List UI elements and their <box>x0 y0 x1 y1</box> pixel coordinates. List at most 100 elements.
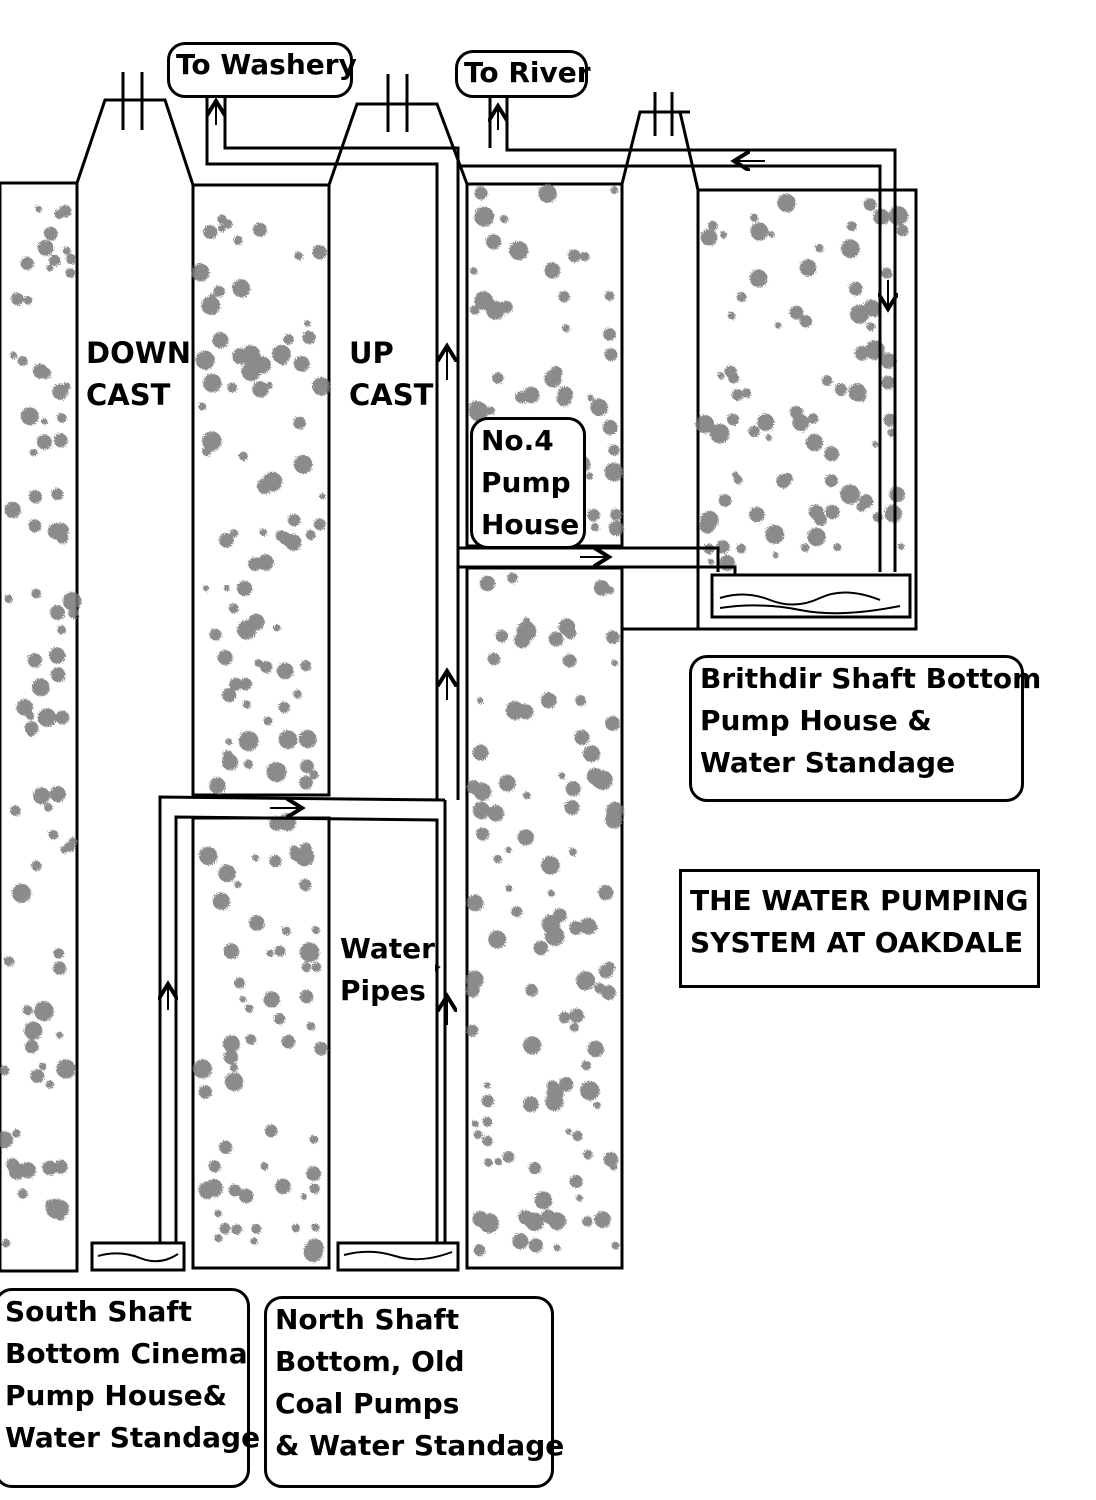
rock-speckle <box>228 1184 241 1197</box>
rock-speckle <box>736 543 746 554</box>
rock-speckle <box>23 295 33 305</box>
rock-speckle <box>583 745 601 763</box>
rock-speckle <box>509 241 529 261</box>
rock-speckle <box>53 1159 68 1174</box>
rock-speckle <box>717 372 725 380</box>
rock-speckle <box>865 340 885 360</box>
rock-speckle <box>866 322 876 332</box>
rock-speckle <box>260 1162 269 1171</box>
rock-speckle <box>881 375 895 390</box>
rock-speckle <box>264 1124 278 1138</box>
rock-speckle <box>20 407 39 426</box>
rock-speckle <box>590 923 598 931</box>
rock-speckle <box>41 418 48 425</box>
rock-speckle <box>263 716 273 726</box>
rock-speckle <box>611 1241 620 1250</box>
rock-speckle <box>202 373 222 393</box>
rock-speckle <box>841 239 860 258</box>
rock-speckle <box>10 805 21 817</box>
rock-speckle <box>514 632 531 649</box>
rock-speckle <box>500 300 513 314</box>
rock-speckle <box>309 1135 319 1144</box>
rock-speckle <box>604 462 624 482</box>
rock-speckle <box>50 667 66 683</box>
rock-speckle <box>28 519 42 533</box>
rock-speckle <box>306 1021 316 1031</box>
rock-speckle <box>205 1179 224 1197</box>
rock-speckle <box>583 1149 593 1160</box>
rock-speckle <box>553 1244 561 1252</box>
rock-speckle <box>311 926 320 935</box>
rock-speckle <box>252 854 259 862</box>
rock-speckle <box>273 624 281 632</box>
rock-speckle <box>251 1223 262 1234</box>
rock-speckle <box>248 557 262 571</box>
rock-speckle <box>486 234 502 250</box>
rock-speckle <box>567 249 581 263</box>
rock-speckle <box>777 193 796 213</box>
rock-speckle <box>768 231 775 238</box>
rock-speckle <box>252 381 269 398</box>
rock-speckle <box>881 267 893 279</box>
rock-speckle <box>257 478 273 495</box>
rock-speckle <box>222 1035 241 1053</box>
rock-speckle <box>484 1082 491 1089</box>
rock-speckle <box>888 206 909 226</box>
rock-speckle <box>300 759 314 774</box>
rock-speckle <box>727 311 736 320</box>
rock-speckle <box>1 1238 11 1248</box>
rock-speckle <box>24 1039 39 1054</box>
rock-speckle <box>482 1116 493 1127</box>
rock-speckle <box>574 729 590 746</box>
rock-speckle <box>305 1238 324 1257</box>
rock-speckle <box>578 980 588 991</box>
rock-speckle <box>800 543 810 552</box>
rock-speckle <box>56 1059 76 1079</box>
rock-speckle <box>222 754 239 771</box>
rock-speckle <box>208 293 216 301</box>
rock-speckle <box>217 650 233 666</box>
rock-speckle <box>611 659 618 667</box>
rock-speckle <box>757 413 775 431</box>
rock-speckle <box>610 508 623 521</box>
rock-speckle <box>31 860 42 871</box>
rock-speckle <box>245 1004 254 1013</box>
rock-speckle <box>850 304 870 324</box>
rock-speckle <box>815 244 824 253</box>
rock-speckle <box>587 1040 604 1058</box>
rock-speckle <box>736 292 747 303</box>
rock-speckle <box>474 186 488 200</box>
rock-speckle <box>606 630 620 644</box>
rock-speckle <box>603 1152 619 1167</box>
rock-speckle <box>250 1237 258 1245</box>
rock-speckle <box>201 296 221 315</box>
rock-speckle <box>234 977 246 989</box>
rock-speckle <box>465 983 480 998</box>
rock-speckle <box>60 846 68 854</box>
rock-speckle <box>598 885 614 901</box>
rock-speckle <box>225 738 233 745</box>
rock-speckle <box>605 811 623 829</box>
rock-speckle <box>473 1244 486 1257</box>
rock-speckle <box>231 1224 242 1235</box>
rock-speckle <box>592 770 613 790</box>
rock-speckle <box>39 367 52 379</box>
to-river-label: To River <box>455 50 591 98</box>
rock-speckle <box>564 800 580 815</box>
rock-speckle <box>29 448 38 457</box>
rock-speckle <box>12 883 31 903</box>
rock-speckle <box>558 1011 571 1024</box>
rock-speckle <box>203 225 218 239</box>
rock-speckle <box>54 209 64 219</box>
rock-speckle <box>481 1094 495 1108</box>
rock-speckle <box>500 215 509 223</box>
rock-speckle <box>477 697 484 704</box>
rock-speckle <box>227 382 238 393</box>
rock-speckle <box>252 222 267 237</box>
rock-speckle <box>872 441 879 448</box>
rock-speckle <box>203 585 209 592</box>
rock-speckle <box>772 552 779 559</box>
rock-speckle <box>68 608 79 619</box>
